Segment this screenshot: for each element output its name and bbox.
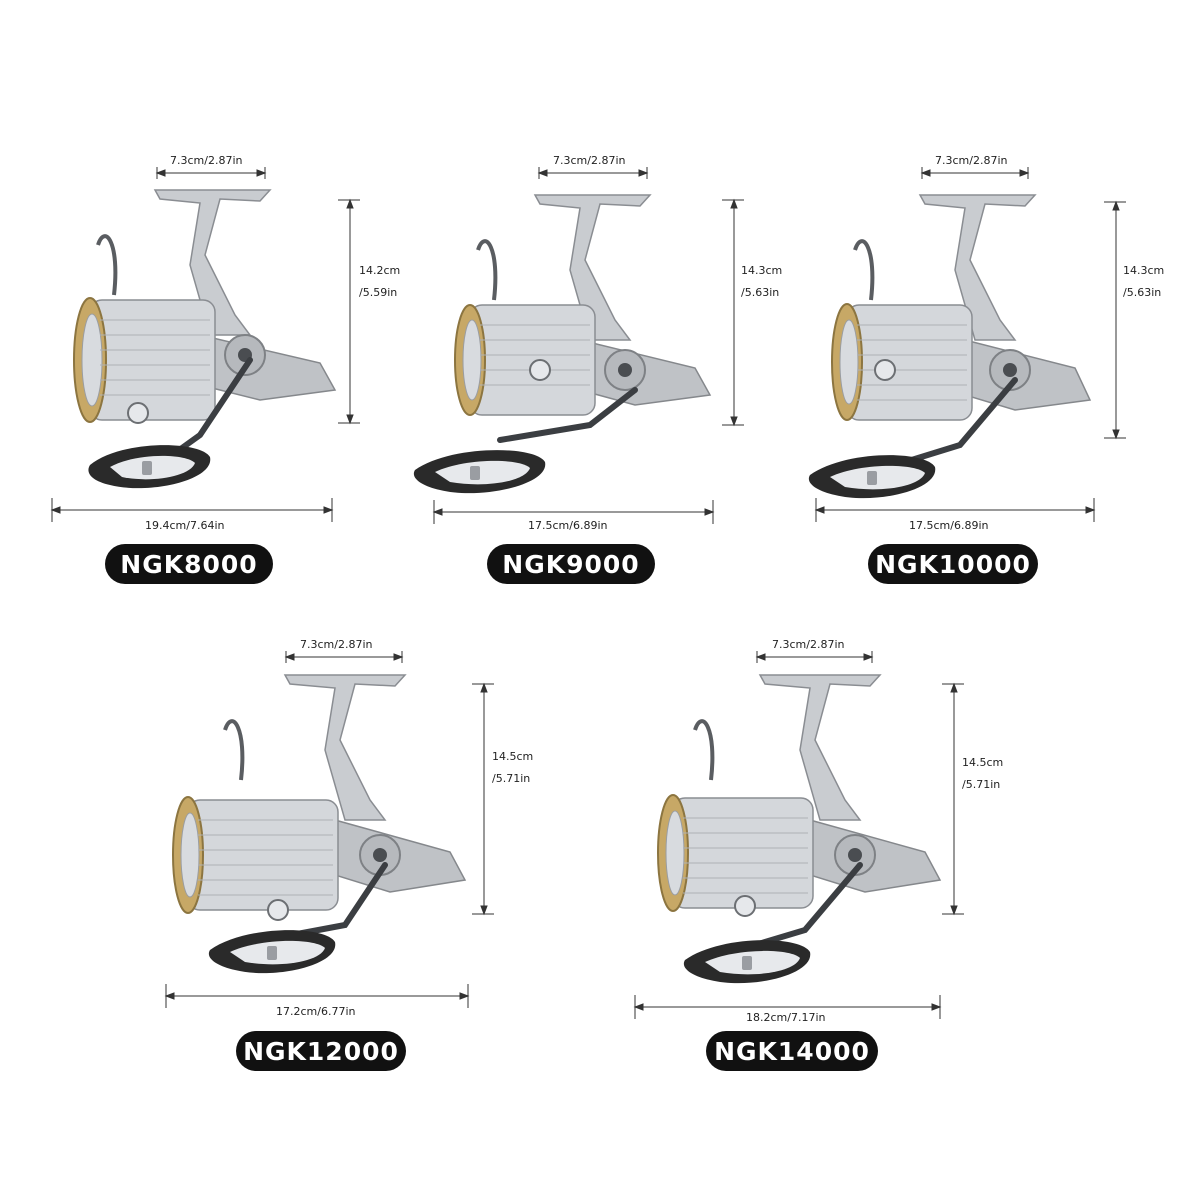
reel-illustration — [172, 674, 467, 974]
reel-panel-ngk14000: 7.3cm/2.87in 14.5cm /5.71in 18.2cm/7.17i… — [600, 600, 1200, 1200]
width-label: 17.5cm/6.89in — [909, 519, 989, 532]
height-dimension-line — [472, 682, 494, 916]
top-width-label: 7.3cm/2.87in — [935, 154, 1008, 167]
height-dimension-line — [1104, 200, 1126, 440]
reel-panel-ngk8000: 7.3cm/2.87in 14.2cm /5.59in 19.4cm/7.64i… — [0, 0, 400, 600]
height-in-label: /5.71in — [492, 772, 531, 785]
model-badge: NGK12000 — [236, 1031, 406, 1071]
height-cm-label: 14.3cm — [741, 264, 783, 277]
model-badge: NGK14000 — [706, 1031, 878, 1071]
height-cm-label: 14.5cm — [962, 756, 1004, 769]
top-width-dimension-line — [920, 167, 1030, 179]
top-width-dimension-line — [755, 651, 874, 663]
reel-panel-ngk9000: 7.3cm/2.87in 14.3cm /5.63in 17.5cm/6.89i… — [400, 0, 800, 600]
model-badge: NGK9000 — [487, 544, 655, 584]
top-width-label: 7.3cm/2.87in — [300, 638, 373, 651]
height-cm-label: 14.3cm — [1123, 264, 1165, 277]
reel-diagram — [50, 167, 360, 522]
height-cm-label: 14.2cm — [359, 264, 401, 277]
top-width-label: 7.3cm/2.87in — [553, 154, 626, 167]
top-width-dimension-line — [284, 651, 404, 663]
width-dimension-line — [50, 498, 334, 522]
reel-illustration — [808, 194, 1092, 499]
top-width-label: 7.3cm/2.87in — [170, 154, 243, 167]
reel-diagram — [164, 651, 494, 1008]
reel-illustration — [413, 194, 712, 494]
width-label: 17.5cm/6.89in — [528, 519, 608, 532]
height-in-label: /5.59in — [359, 286, 398, 299]
reel-illustration — [657, 674, 942, 984]
height-label: 14.5cm /5.71in — [962, 752, 1003, 796]
height-dimension-line — [338, 198, 360, 425]
height-in-label: /5.63in — [1123, 286, 1162, 299]
top-width-dimension-line — [537, 167, 649, 179]
reel-diagram — [633, 651, 964, 1019]
height-in-label: /5.63in — [741, 286, 780, 299]
reel-panel-ngk12000: 7.3cm/2.87in 14.5cm /5.71in 17.2cm/6.77i… — [0, 600, 600, 1200]
reel-illustration — [73, 189, 337, 489]
width-dimension-line — [432, 500, 715, 524]
height-label: 14.2cm /5.59in — [359, 260, 400, 304]
top-width-dimension-line — [155, 167, 267, 179]
height-cm-label: 14.5cm — [492, 750, 534, 763]
width-dimension-line — [814, 498, 1096, 522]
width-label: 18.2cm/7.17in — [746, 1011, 826, 1024]
height-label: 14.3cm /5.63in — [1123, 260, 1164, 304]
width-dimension-line — [633, 995, 942, 1019]
model-badge: NGK8000 — [105, 544, 273, 584]
width-label: 19.4cm/7.64in — [145, 519, 225, 532]
reel-diagram — [808, 167, 1126, 522]
reel-diagram — [413, 167, 744, 524]
height-dimension-line — [722, 198, 744, 427]
height-label: 14.3cm /5.63in — [741, 260, 782, 304]
width-label: 17.2cm/6.77in — [276, 1005, 356, 1018]
top-width-label: 7.3cm/2.87in — [772, 638, 845, 651]
reel-panel-ngk10000: 7.3cm/2.87in 14.3cm /5.63in 17.5cm/6.89i… — [800, 0, 1200, 600]
height-label: 14.5cm /5.71in — [492, 746, 533, 790]
height-in-label: /5.71in — [962, 778, 1001, 791]
width-dimension-line — [164, 984, 470, 1008]
model-badge: NGK10000 — [868, 544, 1038, 584]
height-dimension-line — [942, 682, 964, 916]
